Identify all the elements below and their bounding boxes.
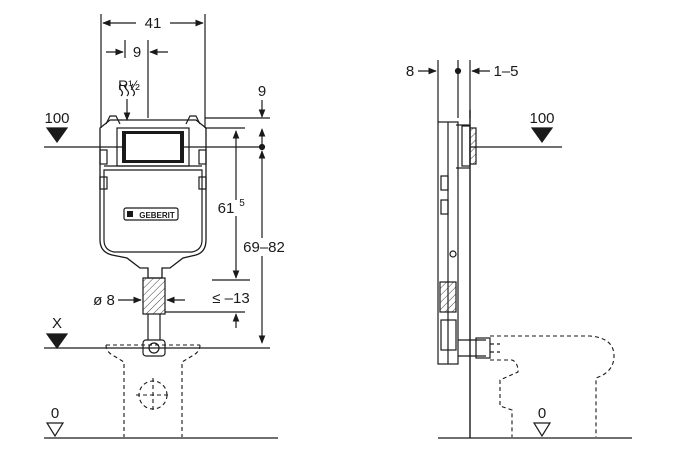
side-flush-plate <box>461 125 477 167</box>
side-view <box>418 60 632 439</box>
connection-label: R½ <box>118 77 140 93</box>
cistern-frame <box>99 115 207 279</box>
brand-label: GEBERIT <box>139 211 175 220</box>
pipe-diameter-label: ø 8 <box>93 292 115 309</box>
side-pipe-connection <box>458 337 500 359</box>
floor-label-side: 0 <box>538 405 546 422</box>
side-level-100-marker <box>470 127 562 148</box>
width-dimension <box>100 14 206 128</box>
height-label-sup: 5 <box>239 198 245 209</box>
offset-dimension <box>106 40 168 118</box>
height-label-main: 61 <box>218 200 235 217</box>
width-label: 41 <box>145 15 162 32</box>
offset-label: 9 <box>133 44 141 61</box>
pipe-offset-label: ≤ –13 <box>212 290 249 307</box>
level-x-marker <box>44 333 270 350</box>
floor-line-side <box>438 422 632 439</box>
front-view <box>44 14 278 439</box>
height-dimension-61 <box>212 130 250 281</box>
height-dimension-69-82 <box>258 143 266 344</box>
side-frame <box>437 121 470 365</box>
top-gap-dimension <box>205 100 270 147</box>
side-top-dimensions <box>418 60 490 122</box>
side-wall-gap-label: 1–5 <box>493 63 518 80</box>
level-100-label: 100 <box>44 110 69 127</box>
floor-label-front: 0 <box>51 405 59 422</box>
drain-pipe <box>142 277 166 357</box>
top-gap-label: 9 <box>258 83 266 100</box>
floor-line-front <box>44 422 278 439</box>
side-level-100-label: 100 <box>529 110 554 127</box>
toilet-front-outline <box>105 344 201 437</box>
toilet-side-outline <box>490 335 615 437</box>
pipe-offset-dimension <box>165 311 245 328</box>
height-range-label: 69–82 <box>243 239 285 256</box>
side-depth-label: 8 <box>406 63 414 80</box>
level-x-label: X <box>52 315 62 332</box>
supply-connection <box>118 83 136 121</box>
